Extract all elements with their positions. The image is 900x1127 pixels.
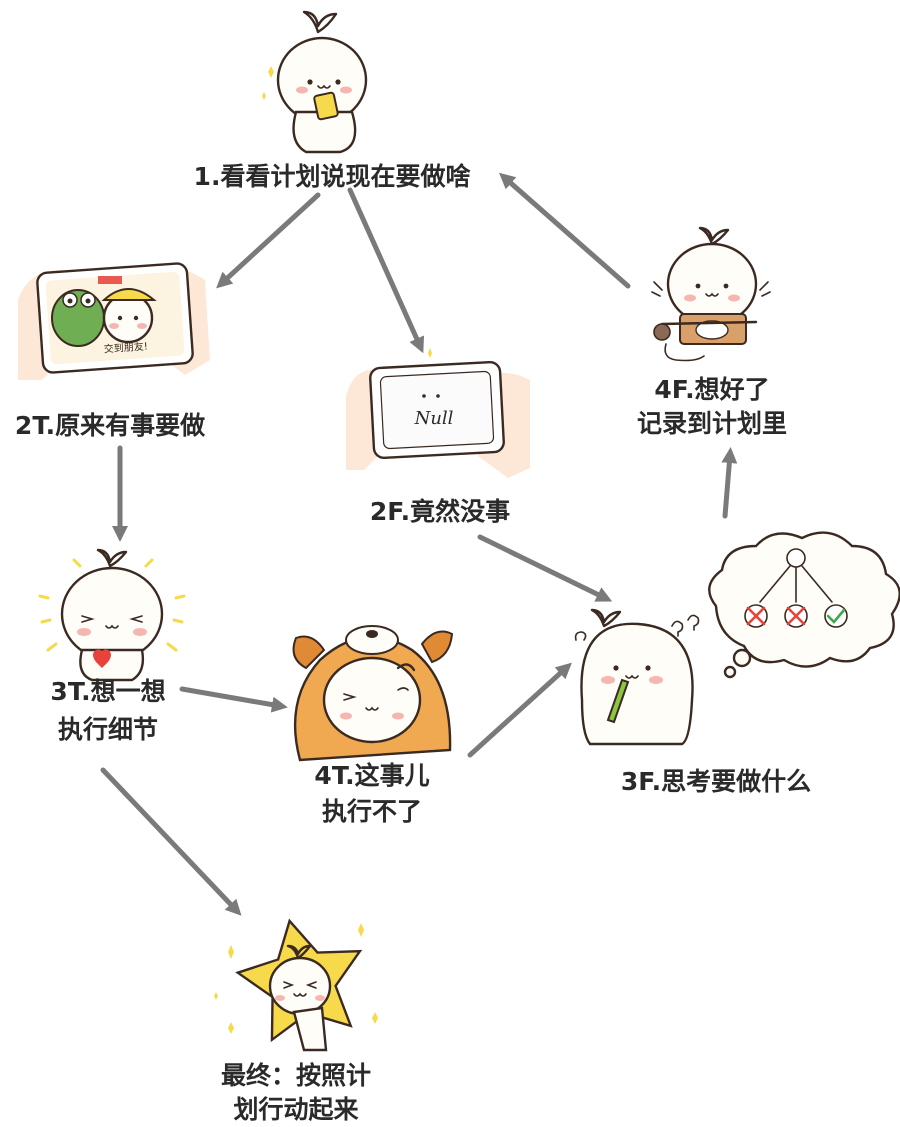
- character-n1-illustration: [262, 10, 368, 154]
- null-card-text: Null: [414, 408, 454, 429]
- arrow-2f-to-3f: [477, 534, 613, 602]
- node-4f-label-line2: 记录到计划里: [637, 409, 787, 438]
- node-4t-label-line2: 执行不了: [322, 797, 422, 826]
- node-3f-label: 3F.思考要做什么: [621, 767, 811, 796]
- star-character-illustration: [214, 918, 378, 1052]
- arrow-3t-to-final: [100, 767, 242, 916]
- character-n4f-illustration: [651, 226, 771, 362]
- character-n4t-illustration: [292, 625, 454, 762]
- final-label-line1: 最终：按照计: [221, 1061, 371, 1090]
- arrow-1-to-2f: [347, 187, 425, 354]
- character-n3f-illustration: [574, 608, 700, 746]
- phone-photo-illustration: 交到朋友!: [18, 262, 210, 380]
- connector-arrows: [100, 172, 738, 916]
- arrow-4f-to-1: [498, 172, 631, 289]
- thought-cloud: [708, 531, 900, 679]
- node-2f-label: 2F.竟然没事: [370, 497, 510, 526]
- final-label-line2: 划行动起来: [233, 1095, 359, 1124]
- node-4t-label-line1: 4T.这事儿: [314, 761, 429, 790]
- node-3t-label-line2: 执行细节: [58, 715, 158, 744]
- node-4f-label-line1: 4F.想好了: [654, 375, 769, 404]
- arrow-4t-to-3f: [467, 662, 572, 758]
- arrow-3t-to-4t: [179, 686, 288, 713]
- node-1-label: 1.看看计划说现在要做啥: [194, 162, 471, 191]
- node-3t-label-line1: 3T.想一想: [50, 677, 165, 706]
- arrow-1-to-2t: [216, 192, 321, 289]
- node-2t-label: 2T.原来有事要做: [15, 411, 205, 440]
- arrow-3f-to-4f: [721, 447, 738, 519]
- null-card-illustration: Null: [346, 348, 530, 478]
- phone-card-text: 交到朋友!: [103, 339, 148, 355]
- character-n3t-illustration: [38, 548, 186, 682]
